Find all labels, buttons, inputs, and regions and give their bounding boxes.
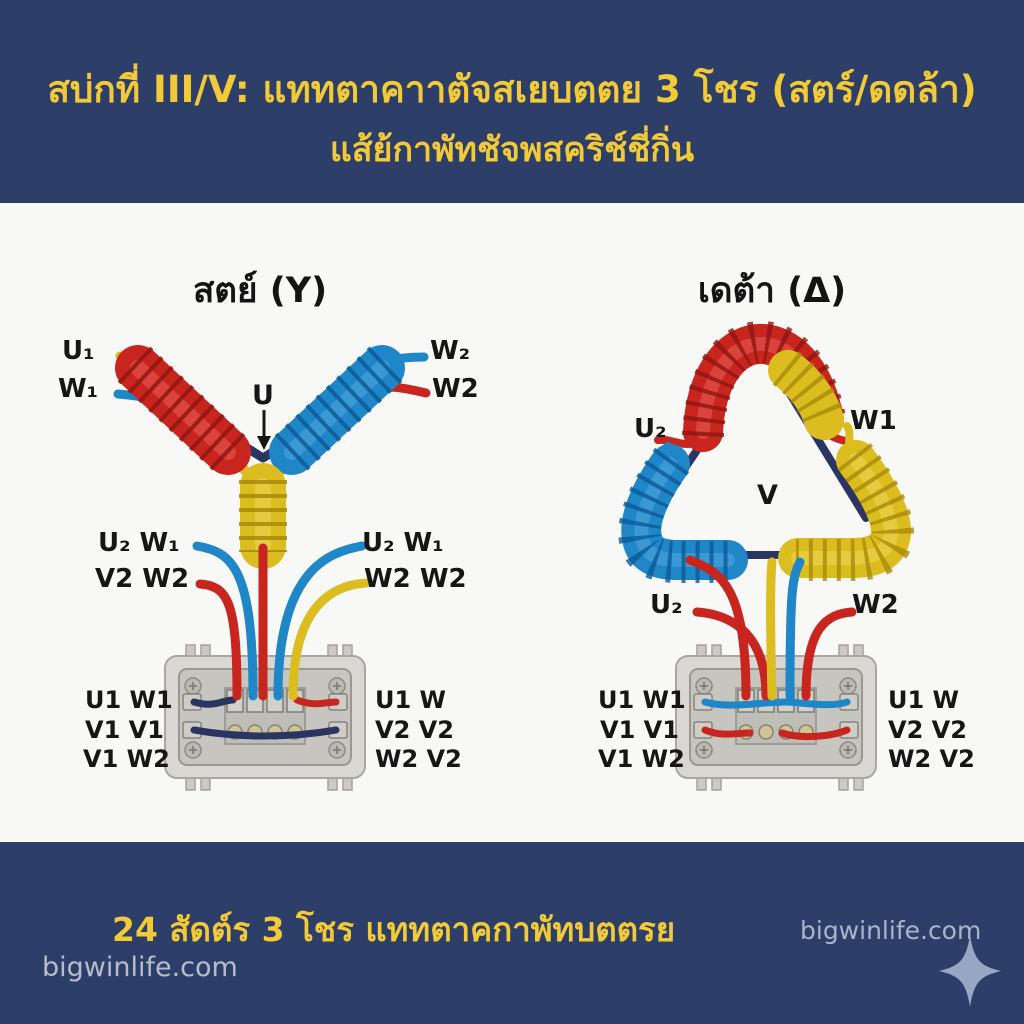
delta-incoming-wires	[685, 555, 857, 701]
star-box-right-row3: W2 V2	[375, 745, 462, 773]
star-label-w2b-top: W2	[432, 374, 479, 404]
delta-label-u2-lower: U₂	[650, 590, 683, 620]
delta-blue-coil	[618, 444, 748, 583]
delta-box-left-row2: V1 V1	[600, 716, 679, 744]
delta-winding-diagram	[618, 321, 914, 583]
delta-label-w1-upper: W1	[850, 406, 897, 436]
star-terminal-box	[164, 541, 371, 791]
star-label-mid-left-1: U₂ W₁	[98, 528, 180, 558]
header-band: สบ่กที่ III/V: แททตาคาาตัจสเยบตตย 3 โชร …	[0, 0, 1024, 203]
header-title-line1: สบ่กที่ III/V: แททตาคาาตัจสเยบตตย 3 โชร …	[47, 68, 977, 111]
bus-wire-blue	[701, 698, 851, 709]
bus-wire-red	[293, 696, 340, 708]
star-box-right-row1: U1 W	[375, 686, 447, 714]
star-red-coil	[115, 345, 251, 475]
delta-box-left-row1: U1 W1	[598, 686, 686, 714]
star-box-right-row2: V2 V2	[375, 716, 454, 744]
bus-wire-red-right	[778, 726, 851, 741]
star-winding-diagram	[113, 345, 431, 569]
star-label-mid-right-1: U₂ W₁	[362, 528, 444, 558]
watermark-bottom-left: bigwinlife.com	[42, 952, 238, 983]
star-incoming-wires	[192, 541, 371, 701]
star-label-u-point: U	[252, 380, 274, 411]
star-box-left-row3: V1 W2	[83, 745, 170, 773]
star-diagram-title: สตย์ (Y)	[192, 271, 328, 311]
delta-box-right-row2: V2 V2	[888, 716, 967, 744]
delta-box-right-row3: W2 V2	[888, 745, 975, 773]
watermark-right: bigwinlife.com	[800, 916, 982, 945]
bus-wire-red-left	[701, 726, 754, 738]
footer-caption: 24 สัดต์ร 3 โชร แททตาคกาพัทบตตรย	[112, 910, 676, 949]
delta-label-v-point: V	[757, 480, 778, 511]
star-label-mid-left-2: V2 W2	[95, 564, 190, 594]
delta-box-right-row1: U1 W	[888, 686, 960, 714]
box-tabs	[696, 644, 864, 791]
star-label-w1-top: W₁	[58, 374, 99, 404]
delta-label-w2-lower: W2	[852, 590, 899, 620]
star-label-u1-top: U₁	[62, 336, 95, 366]
star-box-left-row1: U1 W1	[85, 686, 173, 714]
star-box-left-row2: V1 V1	[85, 716, 164, 744]
bus-wire-navy-1	[190, 696, 237, 708]
delta-diagram-title: เดต้า (Δ)	[697, 271, 847, 311]
down-arrow-icon	[257, 410, 271, 450]
star-label-mid-right-2: W2 W2	[364, 564, 467, 594]
delta-terminal-box	[675, 555, 877, 791]
star-label-w2-top: W₂	[430, 336, 471, 366]
footer-band	[0, 842, 1024, 1024]
delta-yellow-coil	[778, 440, 914, 581]
sparkle-icon	[939, 935, 1001, 1007]
delta-label-u2-upper: U₂	[634, 414, 667, 444]
bus-wire-navy-2	[190, 726, 340, 740]
star-blue-coil	[269, 345, 405, 475]
delta-box-left-row3: V1 W2	[598, 745, 685, 773]
delta-apex-yellow-segment	[768, 350, 847, 440]
header-title-line2: แส้ย้กาพัทชัจพสคริช์ชี่กิ่น	[329, 130, 695, 170]
